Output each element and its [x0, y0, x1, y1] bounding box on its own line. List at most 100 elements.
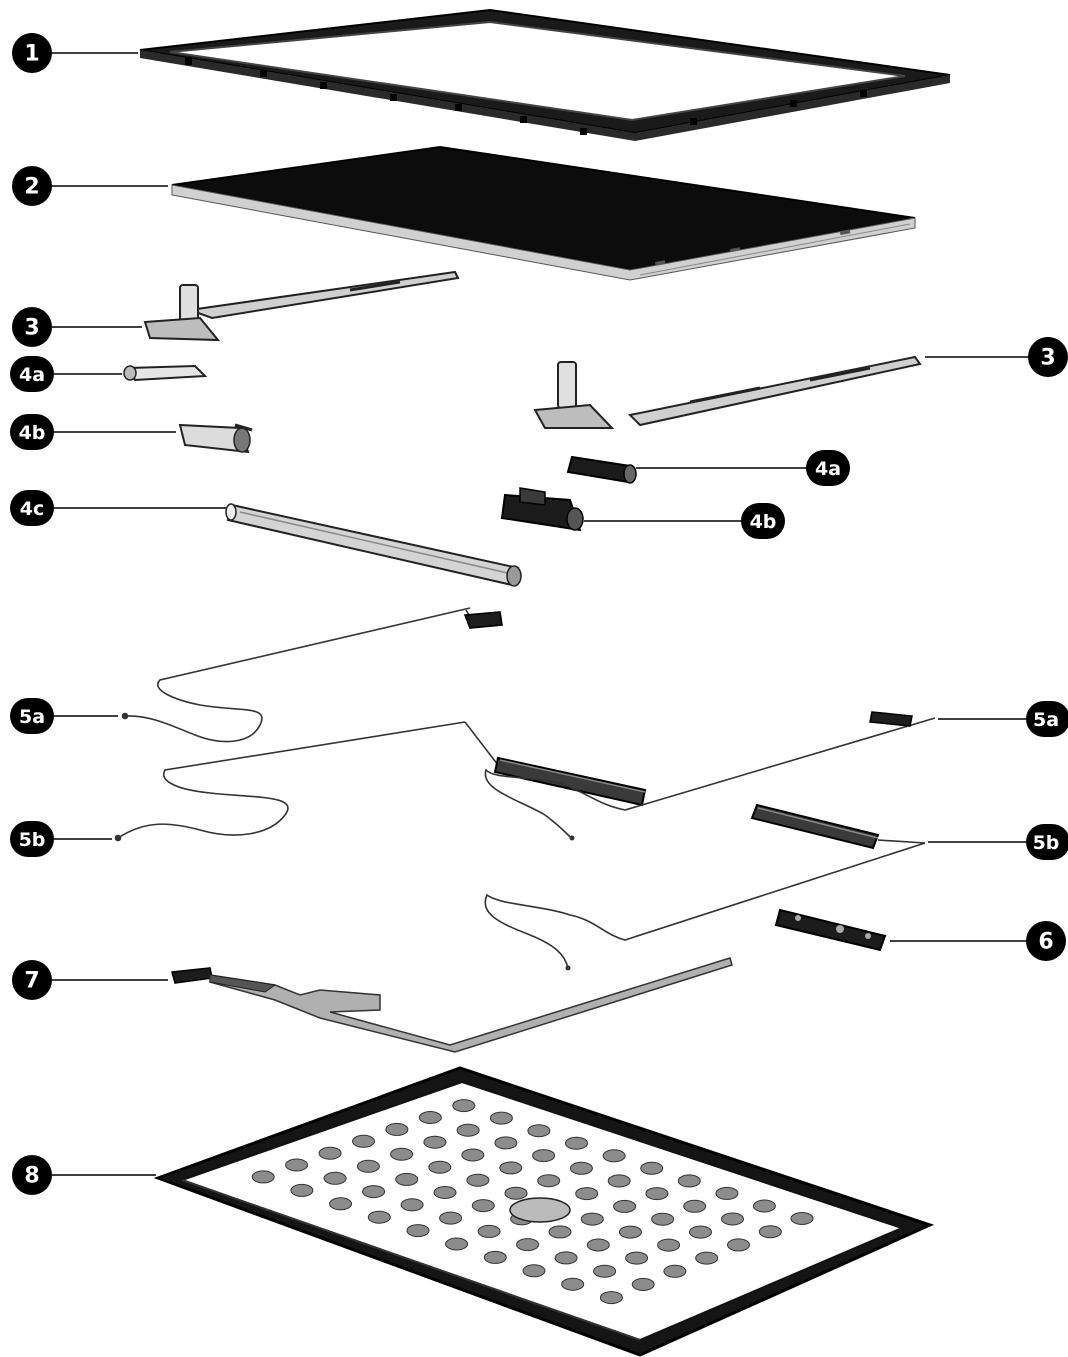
- callout-8-label: 8: [24, 1164, 39, 1189]
- callout-5a-right-label: 5a: [1033, 709, 1059, 731]
- vent-holes: [251, 1099, 814, 1305]
- vent-hole: [418, 1111, 442, 1124]
- vent-hole: [483, 1250, 507, 1264]
- callout-3-right: 3: [1028, 337, 1068, 377]
- vent-hole: [537, 1174, 561, 1188]
- callout-6-label: 6: [1038, 930, 1053, 955]
- vent-hole: [522, 1264, 546, 1278]
- wlan-antenna-transceiver-5b-right: [484, 803, 926, 971]
- callout-5a-left-label: 5a: [19, 706, 45, 728]
- callout-7: 7: [12, 960, 52, 1000]
- vent-hole: [251, 1170, 275, 1184]
- vent-hole: [554, 1251, 578, 1265]
- wlan-antenna-transceiver-5a-right: [464, 711, 936, 841]
- callout-5b-right-label: 5b: [1033, 832, 1060, 854]
- vent-hole: [352, 1134, 375, 1148]
- display-cable: [171, 957, 733, 1053]
- hinge-cover-4c: [225, 503, 522, 587]
- vent-hole: [683, 1199, 707, 1213]
- callout-2: 2: [12, 166, 52, 206]
- vent-hole: [504, 1186, 528, 1200]
- vent-hole: [499, 1161, 523, 1175]
- wlan-antenna-cable-5a-left: [121, 607, 503, 743]
- vent-hole: [445, 1237, 469, 1251]
- wlan-antenna-cable-5b-left: [114, 721, 466, 842]
- vent-hole: [607, 1174, 631, 1188]
- vent-hole: [489, 1111, 513, 1125]
- vent-hole: [565, 1136, 588, 1150]
- vent-hole: [727, 1238, 750, 1252]
- vent-hole: [400, 1198, 424, 1212]
- vent-hole: [285, 1158, 309, 1172]
- vent-hole: [695, 1251, 719, 1265]
- callout-3-left-label: 3: [24, 316, 39, 341]
- callout-6: 6: [1026, 921, 1066, 961]
- callout-5b-left-label: 5b: [19, 829, 46, 851]
- vent-hole: [318, 1146, 342, 1160]
- callout-4a-right-label: 4a: [815, 458, 841, 480]
- callout-badges: 1 2 3 3 4a 4a 4b 4b 4c 5a 5a 5b 5b 6 7: [10, 33, 1068, 1195]
- vent-hole: [663, 1264, 687, 1278]
- vent-hole: [362, 1185, 386, 1199]
- callout-5a-right: 5a: [1026, 701, 1068, 737]
- vent-hole: [329, 1197, 353, 1211]
- vent-hole: [677, 1174, 701, 1188]
- callout-5b-right: 5b: [1026, 824, 1068, 860]
- callout-8: 8: [12, 1155, 52, 1195]
- vent-hole: [466, 1173, 490, 1187]
- vent-hole: [752, 1199, 776, 1213]
- callout-4b-left: 4b: [10, 414, 54, 450]
- vent-hole: [456, 1123, 480, 1137]
- vent-hole: [356, 1159, 380, 1173]
- callout-4c-label: 4c: [20, 498, 44, 520]
- vent-hole: [613, 1199, 637, 1213]
- callout-4c: 4c: [10, 490, 54, 526]
- vent-hole: [689, 1225, 712, 1239]
- vent-hole: [477, 1224, 501, 1238]
- callout-2-label: 2: [24, 175, 39, 200]
- vent-hole: [548, 1225, 572, 1239]
- leader-lines: [52, 52, 1030, 1176]
- vent-hole: [561, 1277, 585, 1291]
- vent-hole: [758, 1225, 782, 1239]
- vent-hole: [385, 1122, 409, 1136]
- vent-hole: [439, 1211, 463, 1225]
- vent-hole: [452, 1099, 476, 1113]
- callout-3-left: 3: [12, 307, 52, 347]
- vent-hole: [586, 1238, 610, 1252]
- callout-7-label: 7: [24, 969, 39, 994]
- vent-hole: [657, 1238, 681, 1252]
- vent-hole: [494, 1136, 518, 1150]
- vent-hole: [651, 1212, 675, 1226]
- callout-4b-right-label: 4b: [750, 511, 777, 533]
- vent-hole: [527, 1124, 551, 1138]
- webcam-module: [774, 908, 887, 952]
- vent-hole: [428, 1160, 452, 1174]
- vent-hole: [569, 1161, 593, 1175]
- display-hinge-left: [143, 270, 460, 342]
- vent-hole: [625, 1251, 649, 1265]
- vent-hole: [516, 1238, 540, 1252]
- vent-hole: [367, 1210, 391, 1224]
- callout-5b-left: 5b: [10, 821, 54, 857]
- vent-hole: [395, 1172, 419, 1186]
- callout-4a-left-label: 4a: [19, 364, 45, 386]
- vent-hole: [390, 1147, 414, 1161]
- vent-hole: [423, 1135, 447, 1149]
- vent-hole: [631, 1277, 655, 1291]
- vent-hole: [599, 1291, 623, 1305]
- vent-hole: [640, 1161, 664, 1175]
- vent-hole: [645, 1187, 669, 1201]
- vent-hole: [580, 1212, 604, 1226]
- display-bezel: [139, 8, 951, 141]
- vent-hole: [461, 1148, 485, 1162]
- vent-hole: [790, 1212, 814, 1225]
- hinge-cover-4a-left: [123, 364, 208, 382]
- vent-hole: [406, 1224, 430, 1238]
- vent-hole: [433, 1186, 457, 1199]
- callout-4b-right: 4b: [741, 503, 785, 539]
- vent-hole: [715, 1186, 739, 1200]
- callout-4a-left: 4a: [10, 356, 54, 392]
- vent-hole: [532, 1149, 556, 1163]
